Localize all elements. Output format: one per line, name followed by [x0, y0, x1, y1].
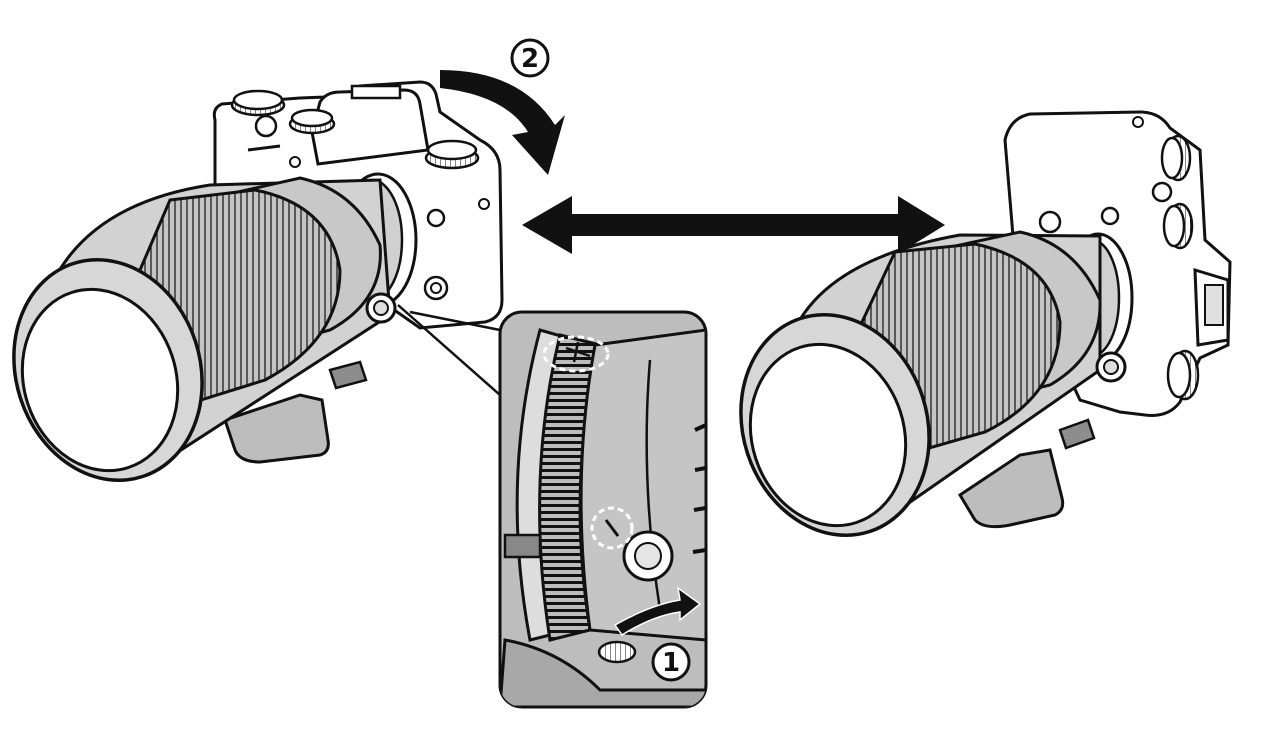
swap-arrow-icon	[522, 196, 945, 254]
callout-leader	[397, 304, 501, 396]
step-2-marker: 2	[510, 38, 550, 78]
collar-mark-highlight	[590, 506, 634, 550]
index-mark-highlight	[542, 335, 610, 373]
rotate-arrow-icon	[440, 70, 565, 175]
mount-detail-inset	[498, 310, 708, 709]
right-camera-portrait	[739, 110, 1232, 537]
step-2-label: 2	[521, 44, 539, 74]
step-1-marker: 1	[651, 642, 691, 682]
left-camera-landscape	[12, 80, 504, 482]
step-1-label: 1	[662, 648, 680, 678]
